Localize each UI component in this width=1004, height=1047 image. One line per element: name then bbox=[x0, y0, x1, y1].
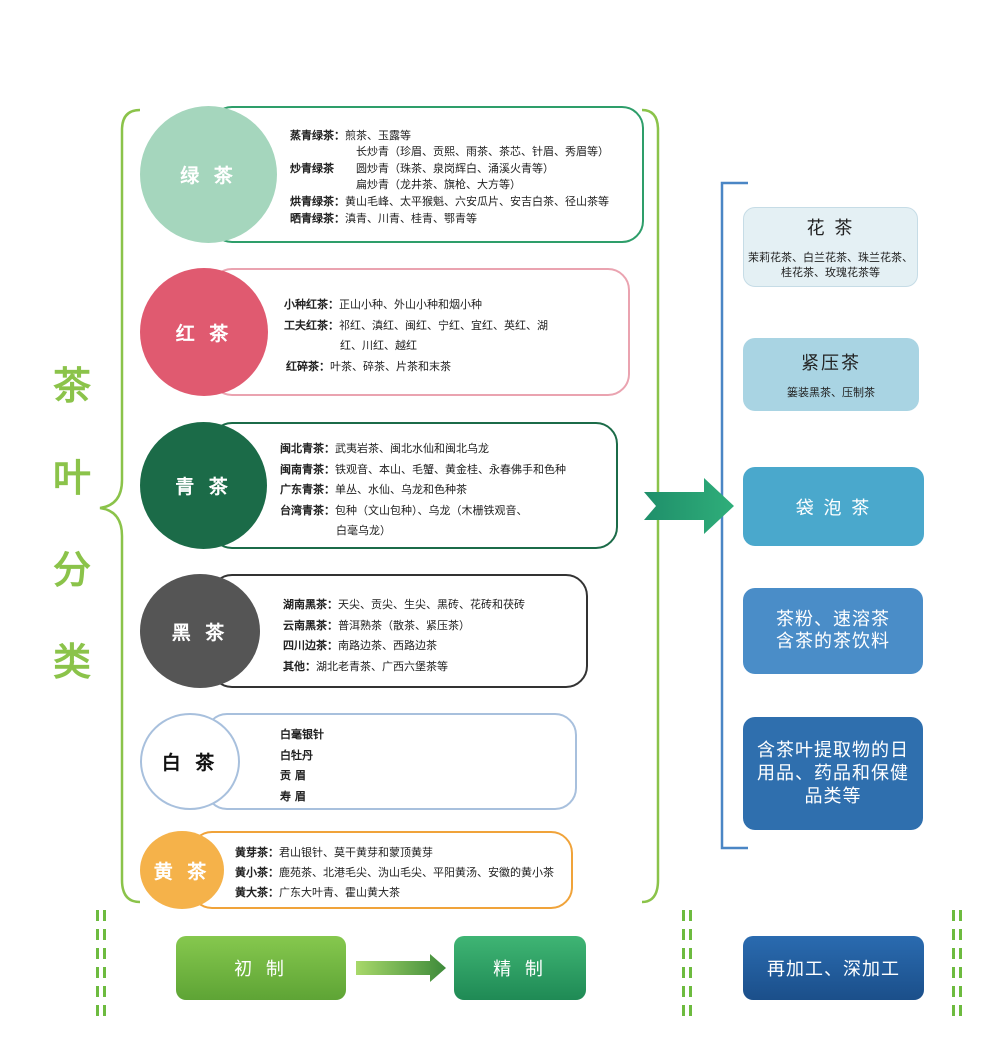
dark-tea-name: 黑 茶 bbox=[171, 621, 229, 644]
green-tea-circle: 绿 茶 bbox=[140, 106, 277, 243]
teabag-title: 袋 泡 茶 bbox=[795, 497, 872, 519]
list-item: 四川边茶：南路边茶、西路边茶 bbox=[283, 639, 437, 652]
list-item: 黄小茶：鹿苑茶、北港毛尖、沩山毛尖、平阳黄汤、安徽的黄小茶 bbox=[235, 866, 554, 879]
list-item: 红、川红、越红 bbox=[340, 339, 417, 352]
separator-right bbox=[952, 910, 962, 1024]
process-arrow-icon bbox=[356, 954, 446, 982]
list-item: 长炒青（珍眉、贡熙、雨茶、茶芯、针眉、秀眉等） bbox=[356, 145, 609, 158]
right-brace bbox=[641, 108, 660, 904]
list-item: 台湾青茶：包种（文山包种）、乌龙（木栅铁观音、 bbox=[280, 503, 528, 517]
red-tea-name: 红 茶 bbox=[175, 322, 233, 345]
red-tea-circle: 红 茶 bbox=[140, 268, 268, 396]
list-item: 寿 眉 bbox=[280, 789, 306, 803]
yellow-tea-row bbox=[190, 831, 573, 909]
dark-tea-circle: 黑 茶 bbox=[140, 574, 260, 688]
separator-mid bbox=[682, 910, 692, 1024]
list-item: 云南黑茶：普洱熟茶（散茶、紧压茶） bbox=[283, 618, 470, 632]
list-item: 其他：湖北老青茶、广西六堡茶等 bbox=[283, 659, 448, 673]
list-item: 黄芽茶：君山银针、莫干黄芽和蒙顶黄芽 bbox=[235, 846, 433, 859]
white-tea-lines: 白毫银针 白牡丹 贡 眉 寿 眉 bbox=[280, 725, 324, 807]
oolong-tea-row bbox=[210, 422, 618, 549]
list-item: 闽南青茶：铁观音、本山、毛蟹、黄金桂、永春佛手和色种 bbox=[280, 462, 566, 476]
primary-processing-bar: 初 制 bbox=[176, 936, 346, 1000]
list-item: 闽北青茶：武夷岩茶、闽北水仙和闽北乌龙 bbox=[280, 442, 489, 455]
refined-processing-bar: 精 制 bbox=[454, 936, 586, 1000]
title-char: 叶 bbox=[52, 456, 91, 500]
list-item: 湖南黑茶：天尖、贡尖、生尖、黑砖、花砖和茯砖 bbox=[283, 598, 525, 611]
list-item: 小种红茶：正山小种、外山小种和烟小种 bbox=[284, 298, 482, 311]
oolong-tea-lines: 闽北青茶：武夷岩茶、闽北水仙和闽北乌龙 闽南青茶：铁观音、本山、毛蟹、黄金桂、永… bbox=[280, 439, 566, 542]
separator-left bbox=[96, 910, 106, 1024]
yellow-tea-lines: 黄芽茶：君山银针、莫干黄芽和蒙顶黄芽 黄小茶：鹿苑茶、北港毛尖、沩山毛尖、平阳黄… bbox=[235, 843, 554, 903]
list-item: 炒青绿茶 bbox=[290, 162, 334, 175]
flower-tea-title: 花 茶 bbox=[806, 218, 855, 239]
refined-processing-label: 精 制 bbox=[493, 959, 547, 980]
flower-tea-box: 花 茶 茉莉花茶、白兰花茶、珠兰花茶、桂花茶、玫瑰花茶等 bbox=[743, 207, 918, 287]
list-item: 烘青绿茶：黄山毛峰、太平猴魁、六安瓜片、安吉白茶、径山茶等 bbox=[290, 195, 609, 208]
instant-tea-title: 茶粉、速溶茶含茶的茶饮料 bbox=[776, 609, 890, 652]
list-item: 白牡丹 bbox=[280, 748, 313, 762]
list-item: 广东青茶：单丛、水仙、乌龙和色种茶 bbox=[280, 483, 467, 496]
list-item: 贡 眉 bbox=[280, 769, 306, 782]
green-tea-name: 绿 茶 bbox=[180, 165, 237, 187]
teabag-box: 袋 泡 茶 bbox=[743, 467, 924, 546]
main-title: 茶 叶 分 类 bbox=[44, 340, 100, 708]
list-item: 工夫红茶：祁红、滇红、闽红、宁红、宜红、英红、湖 bbox=[284, 318, 548, 332]
compressed-tea-desc: 篓装黑茶、压制茶 bbox=[787, 386, 875, 399]
extract-products-title: 含茶叶提取物的日用品、药品和保健品类等 bbox=[757, 740, 909, 807]
instant-tea-box: 茶粉、速溶茶含茶的茶饮料 bbox=[743, 588, 923, 674]
list-item: 圆炒青（珠茶、泉岗辉白、涌溪火青等） bbox=[356, 161, 554, 175]
extract-products-box: 含茶叶提取物的日用品、药品和保健品类等 bbox=[743, 717, 923, 830]
white-tea-name: 白 茶 bbox=[161, 752, 219, 774]
compressed-tea-box: 紧压茶 篓装黑茶、压制茶 bbox=[743, 338, 919, 411]
further-processing-bar: 再加工、深加工 bbox=[743, 936, 924, 1000]
yellow-tea-name: 黄 茶 bbox=[153, 860, 211, 883]
primary-processing-label: 初 制 bbox=[234, 959, 288, 980]
yellow-tea-circle: 黄 茶 bbox=[140, 831, 224, 909]
red-tea-lines: 小种红茶：正山小种、外山小种和烟小种 工夫红茶：祁红、滇红、闽红、宁红、宜红、英… bbox=[284, 295, 548, 377]
list-item: 白毫乌龙） bbox=[336, 524, 391, 537]
list-item: 红碎茶：叶茶、碎茶、片茶和末茶 bbox=[286, 359, 451, 373]
green-tea-lines: 蒸青绿茶：煎茶、玉露等 炒青绿茶 烘青绿茶：黄山毛峰、太平猴魁、六安瓜片、安吉白… bbox=[290, 128, 609, 227]
flower-tea-desc: 茉莉花茶、白兰花茶、珠兰花茶、桂花茶、玫瑰花茶等 bbox=[748, 251, 913, 279]
further-processing-label: 再加工、深加工 bbox=[767, 959, 900, 980]
list-item: 蒸青绿茶：煎茶、玉露等 bbox=[290, 129, 411, 142]
compressed-tea-title: 紧压茶 bbox=[801, 353, 861, 374]
oolong-tea-name: 青 茶 bbox=[175, 476, 232, 498]
dark-tea-row bbox=[210, 574, 588, 688]
green-tea-row bbox=[210, 106, 644, 243]
red-tea-row bbox=[210, 268, 630, 396]
left-brace bbox=[99, 108, 141, 904]
list-item: 晒青绿茶：滇青、川青、桂青、鄂青等 bbox=[290, 211, 477, 225]
title-char: 类 bbox=[52, 640, 91, 684]
white-tea-row bbox=[205, 713, 577, 810]
oolong-tea-circle: 青 茶 bbox=[140, 422, 267, 549]
title-char: 茶 bbox=[52, 364, 91, 408]
white-tea-circle: 白 茶 bbox=[140, 713, 240, 810]
big-arrow-icon bbox=[644, 478, 734, 534]
green-tea-subtypes: 长炒青（珍眉、贡熙、雨茶、茶芯、针眉、秀眉等） 圆炒青（珠茶、泉岗辉白、涌溪火青… bbox=[356, 144, 609, 194]
title-char: 分 bbox=[52, 548, 91, 592]
dark-tea-lines: 湖南黑茶：天尖、贡尖、生尖、黑砖、花砖和茯砖 云南黑茶：普洱熟茶（散茶、紧压茶）… bbox=[283, 595, 525, 677]
list-item: 扁炒青（龙井茶、旗枪、大方等） bbox=[356, 178, 521, 191]
list-item: 白毫银针 bbox=[280, 728, 324, 741]
list-item: 黄大茶：广东大叶青、霍山黄大茶 bbox=[235, 886, 400, 899]
